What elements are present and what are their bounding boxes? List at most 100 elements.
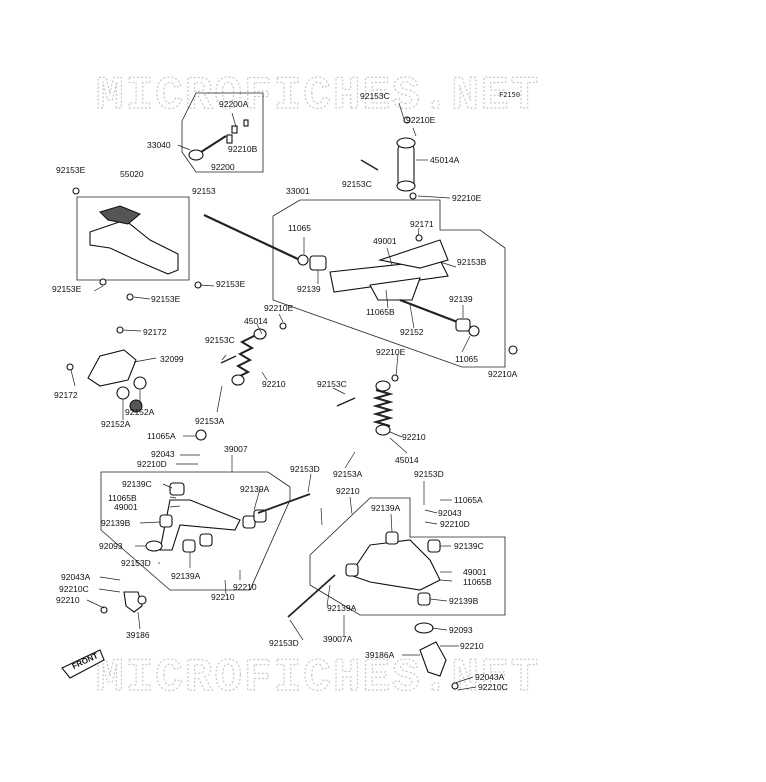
watermark-top: MICROFICHES.NET (96, 70, 540, 122)
label-11065B: 11065B (366, 307, 395, 317)
label-92093-l: 92093 (99, 541, 123, 551)
label-92172-t: 92172 (143, 327, 167, 337)
label-39186: 39186 (126, 630, 150, 640)
swing-arm-33001 (297, 234, 518, 355)
a-arm-39007A (287, 531, 441, 618)
shock-45014-left (220, 322, 287, 386)
label-92152: 92152 (400, 327, 424, 337)
label-92152A-2: 92152A (101, 419, 131, 429)
label-92043-r: 92043 (438, 508, 462, 518)
label-92153D-b: 92153D (269, 638, 299, 648)
label-92153E-l: 92153E (52, 284, 82, 294)
label-92210E-mid: 92210E (264, 303, 294, 313)
label-11065: 11065 (288, 223, 311, 233)
label-33001: 33001 (286, 186, 310, 196)
label-92153A-l: 92153A (195, 416, 225, 426)
label-92210E-b: 92210E (452, 193, 482, 203)
box-39007 (100, 471, 291, 591)
label-92210E-c: 92210E (376, 347, 406, 357)
label-92093-r: 92093 (449, 625, 473, 635)
label-92172-b: 92172 (54, 390, 78, 400)
label-92152A-1: 92152A (125, 407, 155, 417)
watermark-bottom: MICROFICHES.NET (96, 652, 540, 704)
knuckle-39186 (100, 591, 147, 614)
label-49001: 49001 (373, 236, 397, 246)
label-92153C-c: 92153C (317, 379, 347, 389)
figure-code: F2150 (499, 91, 520, 99)
label-92139A-l: 92139A (240, 484, 270, 494)
box-33001 (272, 199, 506, 368)
label-92139A-r: 92139A (327, 603, 357, 613)
box-33040 (181, 92, 264, 173)
label-92153: 92153 (192, 186, 216, 196)
label-49001-r: 49001 (463, 567, 487, 577)
label-92153C-l: 92153C (205, 335, 235, 345)
leader-lines (70, 102, 477, 691)
label-92210B: 92210B (228, 144, 258, 154)
label-45014A: 45014A (430, 155, 460, 165)
label-92200A: 92200A (219, 99, 249, 109)
label-92210-r: 92210 (460, 641, 484, 651)
label-92153C-top: 92153C (360, 91, 390, 101)
label-32099: 32099 (160, 354, 184, 364)
label-92139C-l: 92139C (122, 479, 152, 489)
label-92043A-r: 92043A (475, 672, 505, 682)
label-92200: 92200 (211, 162, 235, 172)
label-92210-l2: 92210 (56, 595, 80, 605)
label-92153E-r: 92153E (216, 279, 246, 289)
label-55020: 55020 (120, 169, 144, 179)
label-92210-m: 92210 (336, 486, 360, 496)
label-92210A: 92210A (488, 369, 518, 379)
label-92153D-c: 92153D (290, 464, 320, 474)
bolt-92153 (203, 214, 301, 261)
label-49001-l: 49001 (114, 502, 138, 512)
label-92139-l: 92139 (297, 284, 321, 294)
label-92139B-r: 92139B (449, 596, 479, 606)
box-55020 (76, 196, 190, 281)
label-45014: 45014 (244, 316, 268, 326)
label-92139A-m: 92139A (371, 503, 401, 513)
label-92139C-r: 92139C (454, 541, 484, 551)
box-39007A (309, 497, 506, 616)
label-92210E-top: 92210E (406, 115, 436, 125)
label-92153D-l: 92153D (121, 558, 151, 568)
label-11065A-r: 11065A (454, 495, 483, 505)
shock-45014-right (336, 374, 399, 436)
label-92210C-r: 92210C (478, 682, 508, 692)
label-92153D-r: 92153D (414, 469, 444, 479)
label-92139B-l: 92139B (101, 518, 131, 528)
label-11065-r: 11065 (455, 354, 478, 364)
label-92139-r: 92139 (449, 294, 473, 304)
label-92153E-tl: 92153E (56, 165, 86, 175)
label-92153A-c: 92153A (333, 469, 363, 479)
label-92171: 92171 (410, 219, 434, 229)
label-92210D-r: 92210D (440, 519, 470, 529)
label-92210-c: 92210 (402, 432, 426, 442)
label-92043A-l: 92043A (61, 572, 91, 582)
label-92210-l: 92210 (262, 379, 286, 389)
label-92210-b1: 92210 (233, 582, 257, 592)
bracket-33040 (188, 119, 249, 161)
part-labels: 92200A 33040 92210B 92200 92153C 92210E … (52, 91, 518, 692)
label-11065A-l: 11065A (147, 431, 176, 441)
skid-plate-55020 (72, 187, 202, 301)
shock-45014A (360, 116, 417, 200)
knuckle-39186A (414, 622, 459, 690)
a-arm-39007 (145, 429, 311, 553)
label-92153B: 92153B (457, 257, 487, 267)
label-92210C-l: 92210C (59, 584, 89, 594)
label-92043: 92043 (151, 449, 175, 459)
label-11065B-r: 11065B (463, 577, 492, 587)
label-92139A-b: 92139A (171, 571, 201, 581)
label-39007: 39007 (224, 444, 248, 454)
label-92210-b2: 92210 (211, 592, 235, 602)
label-39186A: 39186A (365, 650, 395, 660)
label-33040: 33040 (147, 140, 171, 150)
bracket-32099 (66, 326, 147, 413)
label-92210D: 92210D (137, 459, 167, 469)
label-11065B-l: 11065B (108, 493, 137, 503)
label-92153C-mid: 92153C (342, 179, 372, 189)
label-39007A: 39007A (323, 634, 353, 644)
